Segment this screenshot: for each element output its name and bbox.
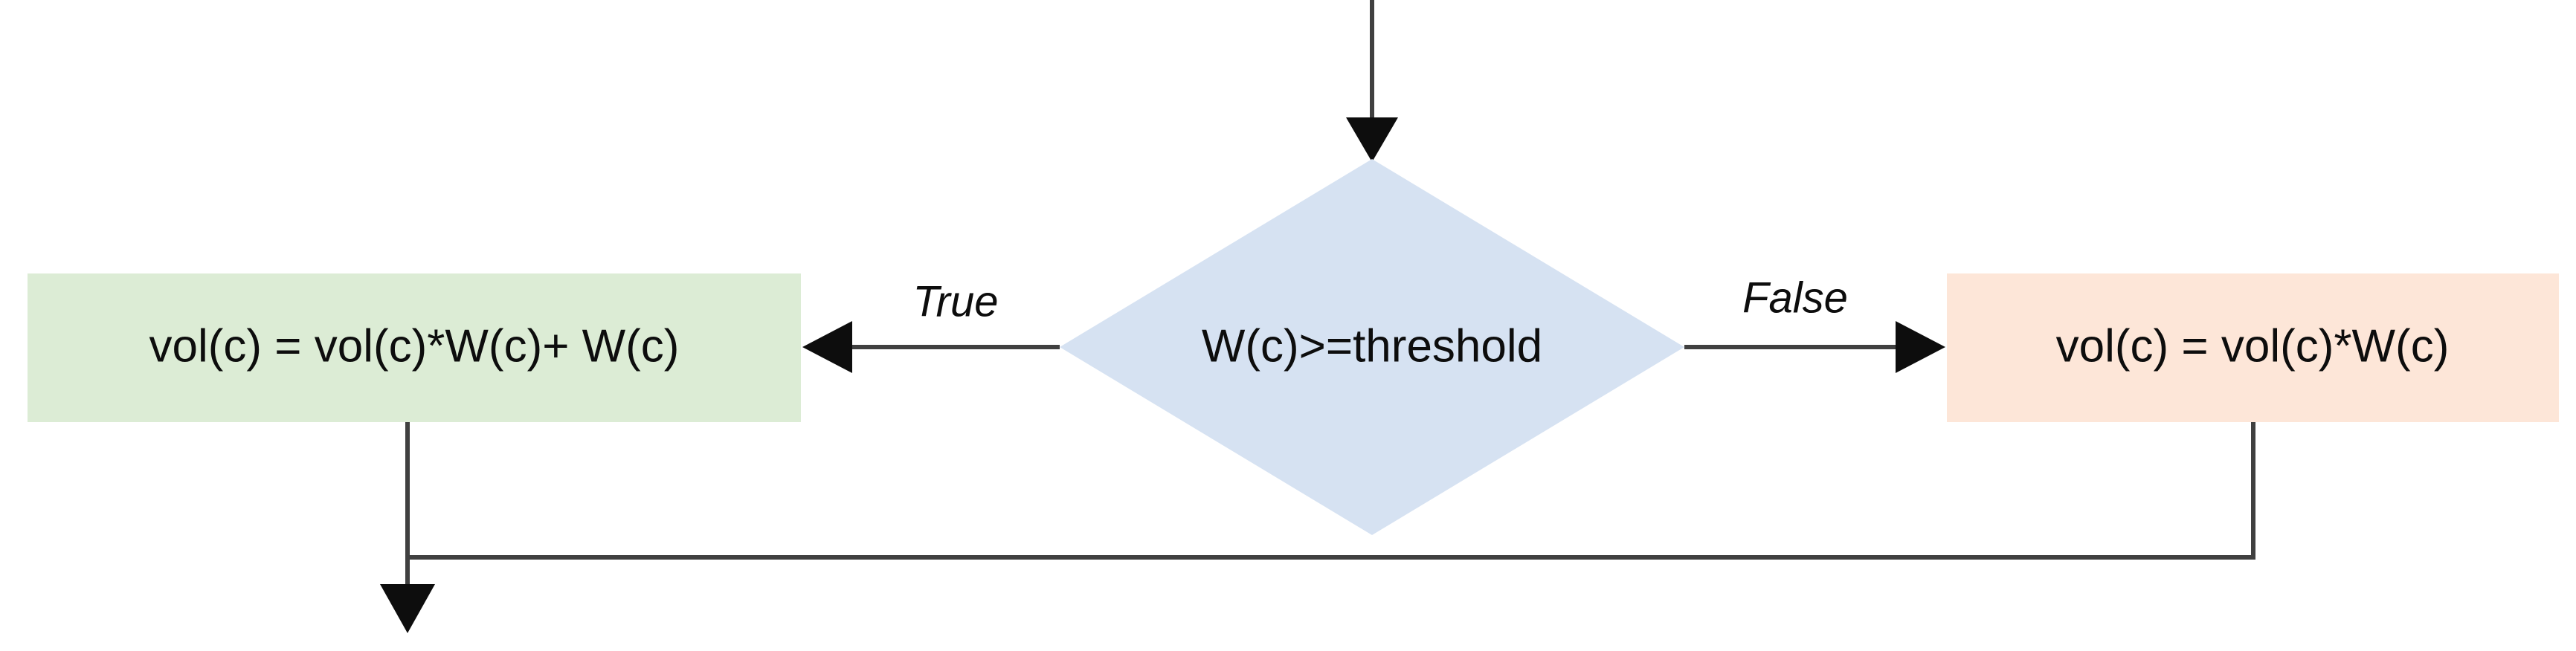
false-arrow-head-icon (1896, 321, 1945, 373)
entry-arrow-head-icon (1346, 117, 1398, 162)
node-true-branch[interactable]: vol(c) = vol(c)*W(c)+ W(c) (28, 273, 801, 422)
node-decision[interactable]: W(c)>=threshold (1060, 159, 1684, 535)
edge-true (802, 321, 1060, 373)
true-branch-label: vol(c) = vol(c)*W(c)+ W(c) (149, 320, 680, 372)
merge-arrow-head-icon (380, 584, 435, 633)
true-arrow-head-icon (802, 321, 852, 373)
merge-right-connector-line (408, 422, 2255, 560)
false-branch-box-shape[interactable] (1947, 273, 2559, 422)
edge-false (1684, 321, 1945, 373)
edge-label-true: True (913, 277, 999, 326)
decision-label: W(c)>=threshold (1202, 320, 1542, 372)
false-branch-label: vol(c) = vol(c)*W(c) (2056, 320, 2450, 372)
true-branch-box-shape[interactable] (28, 273, 801, 422)
edge-merge-right (408, 422, 2255, 560)
edge-label-false: False (1742, 273, 1848, 322)
node-false-branch[interactable]: vol(c) = vol(c)*W(c) (1947, 273, 2559, 422)
edge-entry (1346, 0, 1398, 162)
edge-merge-left (380, 422, 435, 633)
decision-diamond-shape[interactable] (1060, 159, 1684, 535)
